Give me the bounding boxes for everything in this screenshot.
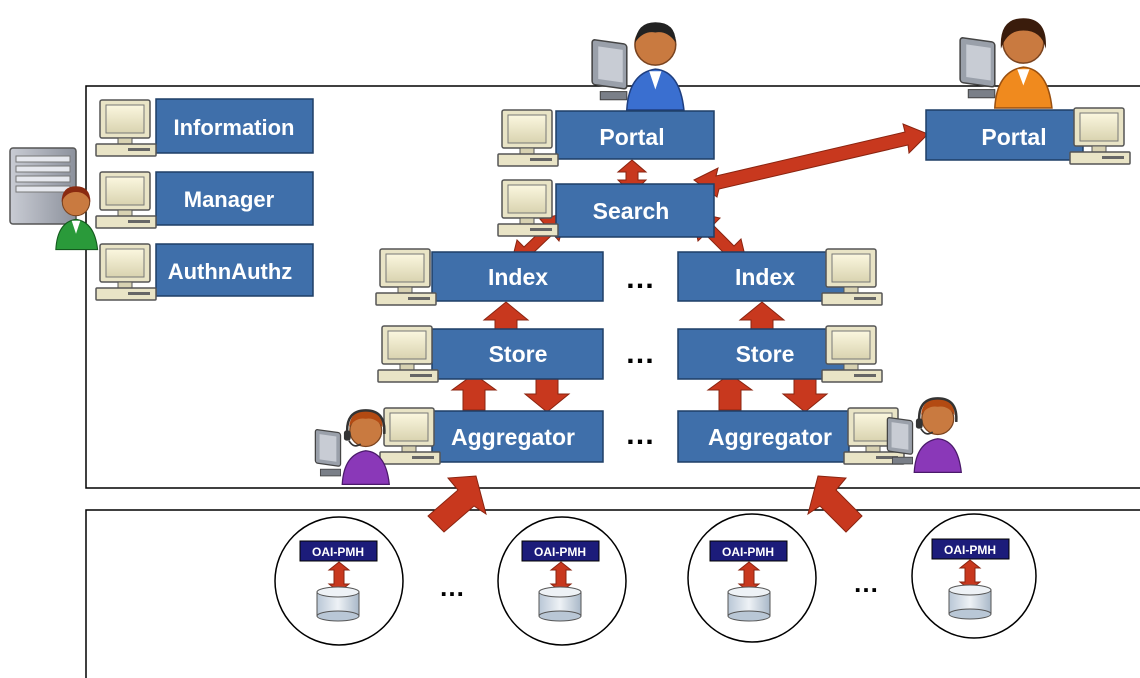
authnauthz-pc-icon: [95, 243, 157, 301]
index-left-label: Index: [488, 264, 548, 290]
manager-label: Manager: [184, 187, 275, 212]
aggregator-left-label: Aggregator: [451, 424, 575, 450]
oai-pmh-badge: [931, 538, 1010, 560]
aggregator-right-label: Aggregator: [708, 424, 832, 450]
harvest-arrow-left: [427, 475, 487, 533]
index-left-pc-icon: [375, 248, 437, 306]
oai-pmh-badge: [521, 540, 600, 562]
harvest-arrow-right: [807, 475, 863, 533]
portal-right-pc-icon: [1069, 107, 1131, 165]
store-right-label: Store: [736, 341, 795, 367]
authnauthz-label: AuthnAuthz: [168, 259, 293, 284]
index-right-label: Index: [735, 264, 795, 290]
store-right-box: [677, 328, 850, 380]
store-left-box: [431, 328, 604, 380]
manager-box: [155, 171, 314, 226]
server-icon: [9, 147, 77, 225]
store-ellipsis: …: [625, 337, 655, 370]
portal-user-icon: [591, 21, 685, 111]
repository-ellipsis-left: …: [439, 572, 465, 602]
repository-3: OAI-PMH: [687, 513, 817, 643]
oai-pmh-label: OAI-PMH: [312, 545, 364, 559]
search-pc-icon: [497, 179, 559, 237]
right-portal-user-icon: [959, 17, 1053, 109]
store-index-right-arrow: [738, 301, 786, 331]
authnauthz-box: [155, 243, 314, 297]
index-right-box: [677, 251, 850, 302]
database-icon: [316, 586, 360, 622]
database-icon: [538, 586, 582, 622]
database-icon: [727, 586, 771, 622]
aggregator-store-up-right: [706, 373, 754, 411]
oai-pmh-badge: [299, 540, 378, 562]
index-right-pc-icon: [821, 248, 883, 306]
aggregator-left-pc-icon: [379, 407, 441, 465]
store-right-pc-icon: [821, 325, 883, 383]
aggregator-store-up-left: [450, 373, 498, 411]
information-box: [155, 98, 314, 154]
repository-layer-panel: [85, 509, 1140, 678]
aggregator-left-operator-icon: [314, 409, 391, 486]
store-aggregator-down-left: [523, 375, 571, 413]
store-index-left-arrow: [482, 301, 530, 331]
oai-pmh-label: OAI-PMH: [722, 545, 774, 559]
portal-right-label: Portal: [981, 124, 1046, 150]
repository-ellipsis-right: …: [853, 568, 879, 598]
portal-left-label: Portal: [599, 124, 664, 150]
portal-left-pc-icon: [497, 109, 559, 167]
oai-pmh-label: OAI-PMH: [944, 543, 996, 557]
repository-4: OAI-PMH: [911, 513, 1037, 639]
search-label: Search: [593, 198, 670, 224]
database-icon: [948, 584, 992, 620]
information-label: Information: [174, 115, 295, 140]
repository-2: OAI-PMH: [497, 516, 627, 646]
store-left-pc-icon: [377, 325, 439, 383]
index-ellipsis: …: [625, 262, 655, 295]
oai-pmh-label: OAI-PMH: [534, 545, 586, 559]
oai-pmh-badge: [709, 540, 788, 562]
manager-pc-icon: [95, 171, 157, 229]
store-aggregator-down-right: [781, 375, 829, 413]
search-box: [555, 183, 715, 238]
portal-left-box: [555, 110, 715, 160]
information-pc-icon: [95, 99, 157, 157]
aggregator-ellipsis: …: [625, 418, 655, 451]
search-portal-right-arrow: [693, 123, 929, 198]
store-left-label: Store: [489, 341, 548, 367]
index-left-box: [431, 251, 604, 302]
repository-1: OAI-PMH: [274, 516, 404, 646]
